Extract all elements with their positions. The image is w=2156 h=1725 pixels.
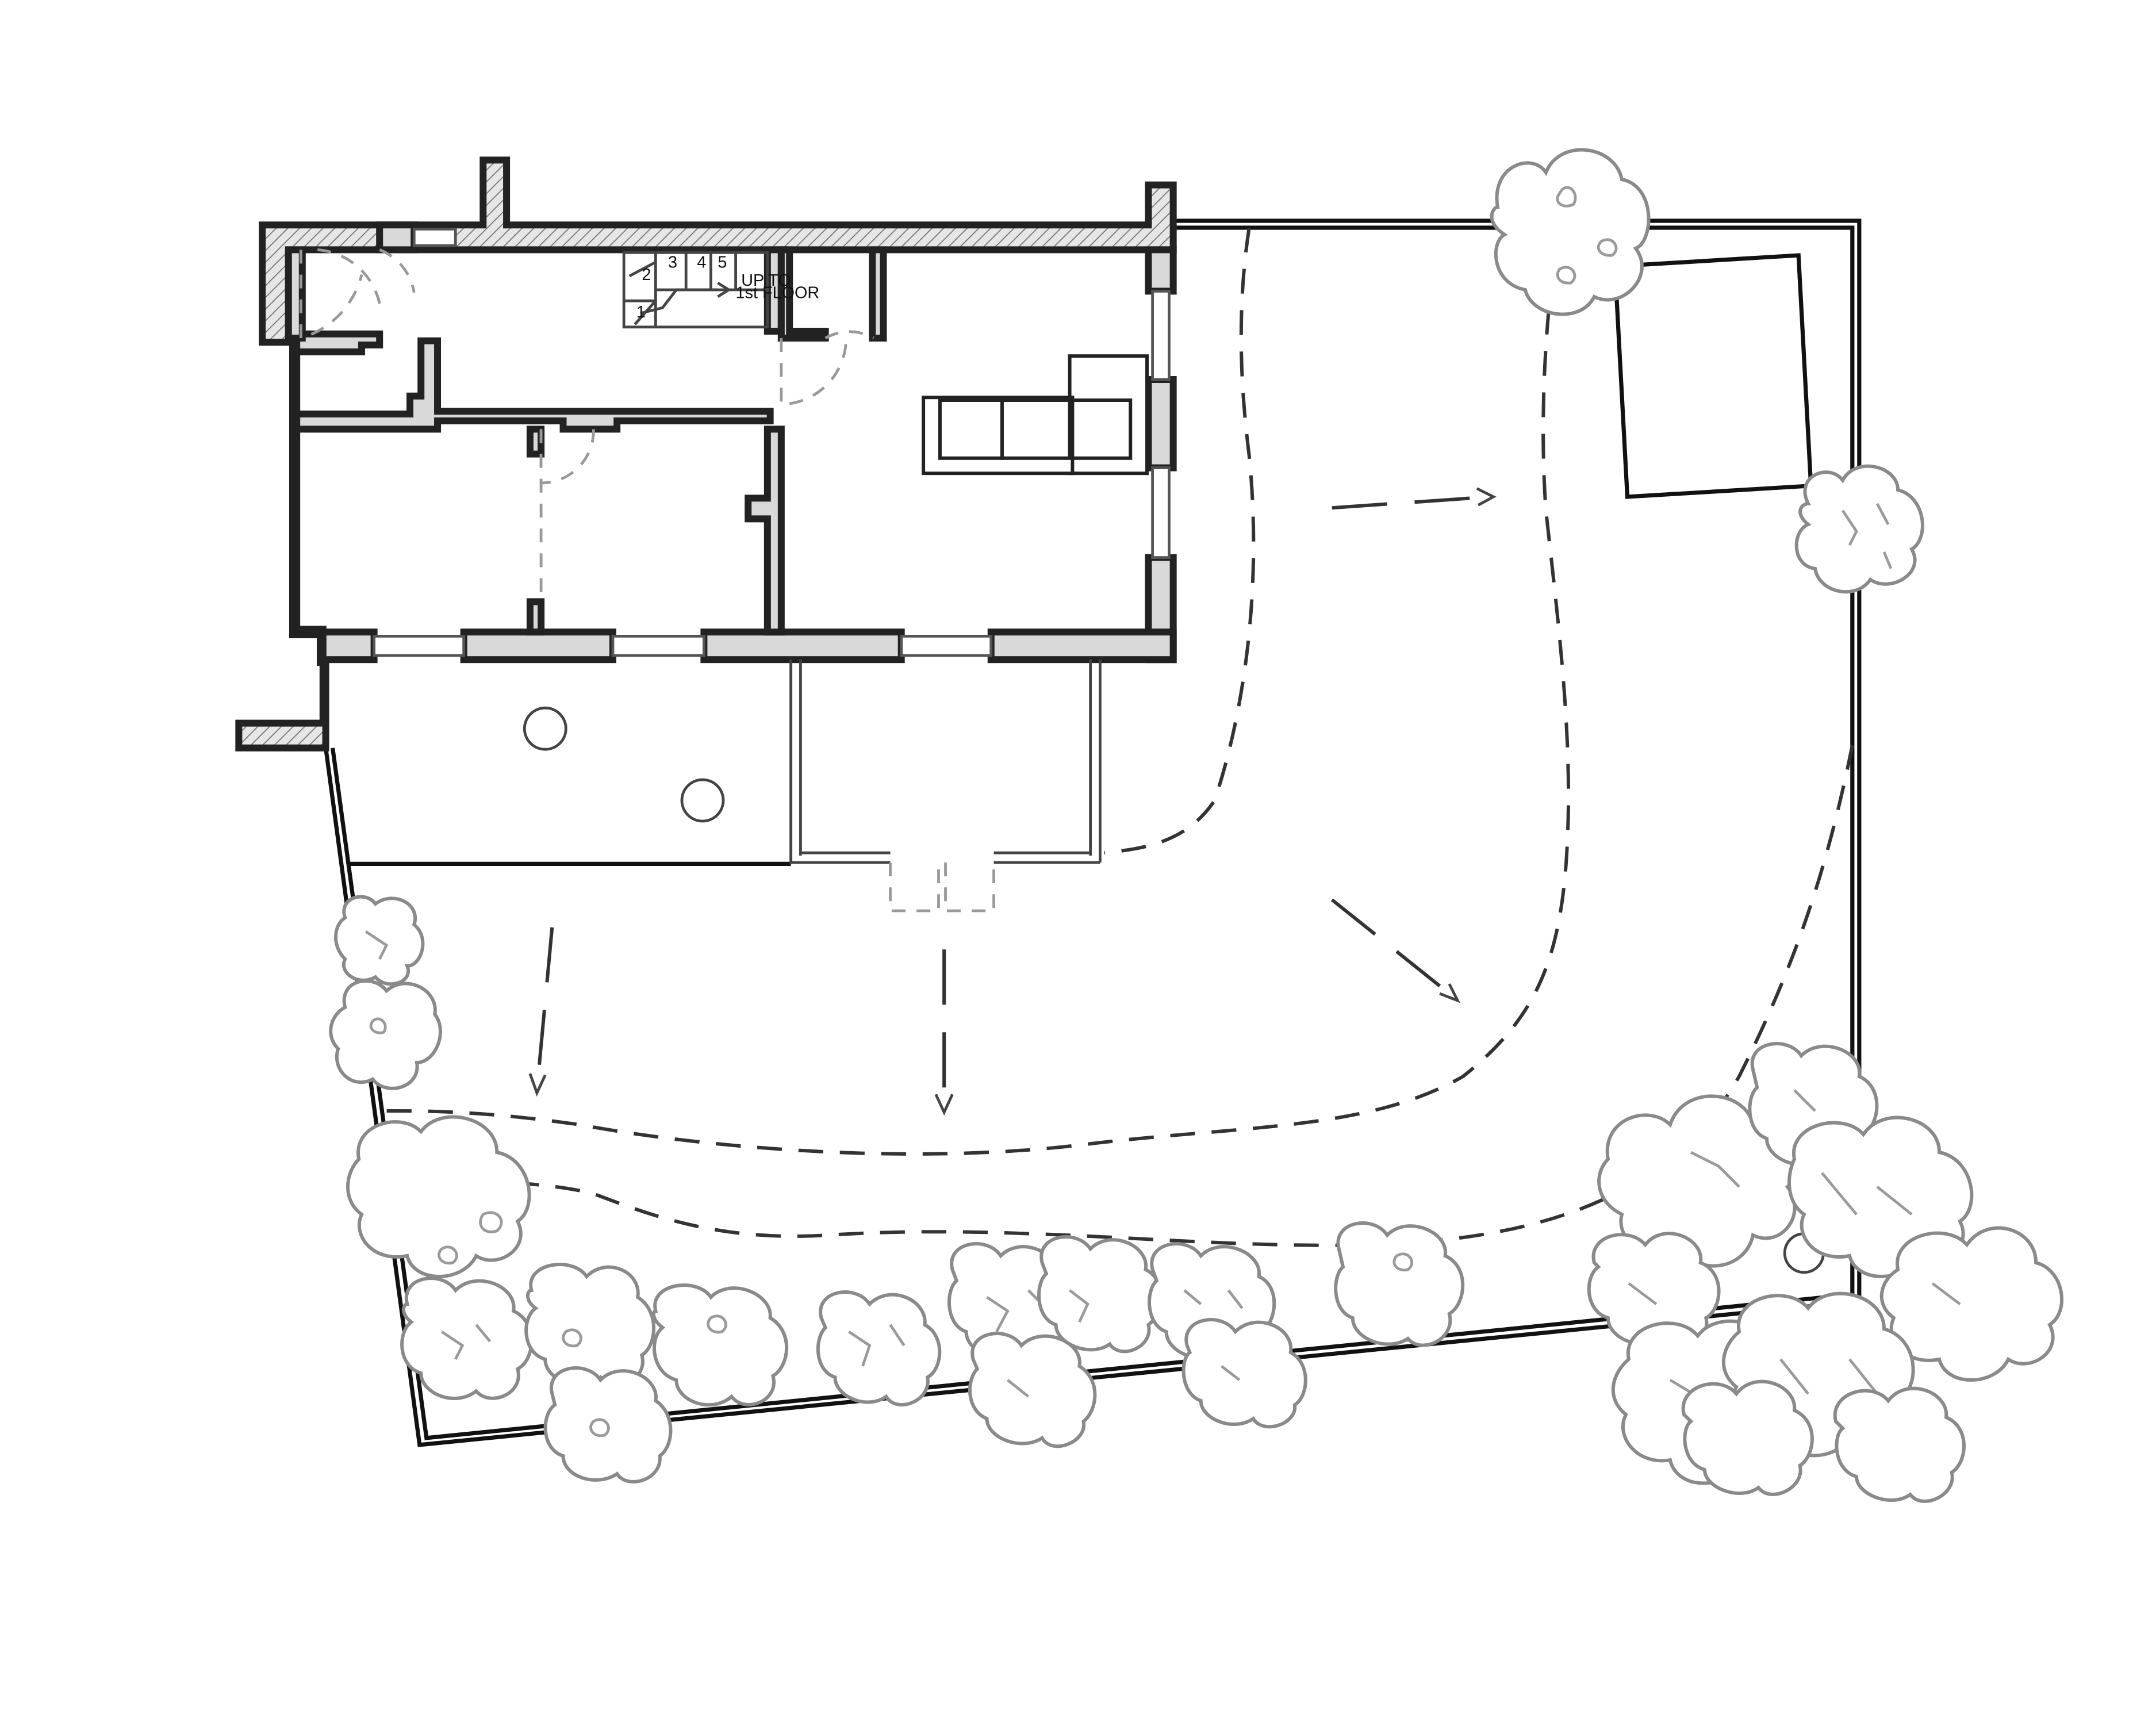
circulation-arrow-icon: [1330, 898, 1457, 1000]
stair-step-3: 3: [668, 254, 677, 272]
circulation-arrows: [528, 487, 1497, 1116]
garden-path: [386, 227, 1854, 1247]
tree-icon: [400, 1276, 534, 1400]
tree-icon: [543, 1366, 673, 1483]
tree-icon: [346, 1115, 531, 1278]
circulation-arrow-icon: [535, 927, 554, 1091]
door-swings: [299, 248, 995, 913]
tree-icon: [1334, 1221, 1465, 1347]
stair-step-5: 5: [718, 254, 727, 272]
tree-icon: [1490, 148, 1651, 316]
garden-shed: [1613, 253, 1813, 499]
windows: [373, 228, 1171, 864]
stair-step-2: 2: [642, 266, 651, 284]
planter-pot: [680, 778, 725, 823]
tree-icon: [816, 1290, 942, 1407]
stair-label-line1: UP TO: [741, 271, 791, 290]
stair-step-1: 1: [636, 303, 646, 321]
tree-icon: [1037, 1235, 1163, 1354]
terrace: [347, 660, 1825, 1274]
sofa: [922, 354, 1149, 476]
tree-icon: [333, 895, 425, 986]
tree-icon: [968, 1332, 1097, 1448]
tree-icon: [652, 1283, 789, 1407]
trees: [329, 148, 2064, 1503]
planter-pot: [523, 706, 567, 751]
tree-icon: [1833, 1386, 1966, 1503]
tree-icon: [524, 1263, 656, 1386]
tree-icon: [1587, 1232, 1721, 1348]
circulation-arrow-icon: [1332, 495, 1491, 510]
tree-icon: [1681, 1379, 1814, 1496]
tree-icon: [1181, 1318, 1307, 1429]
tree-icon: [329, 979, 442, 1090]
stair-step-4: 4: [697, 254, 706, 272]
tree-icon: [1794, 464, 1924, 594]
stairs: 1 2 3 4 5 UP TO 1st FLOOR: [622, 251, 820, 329]
stair-label-line2: 1st FLOOR: [736, 283, 820, 302]
